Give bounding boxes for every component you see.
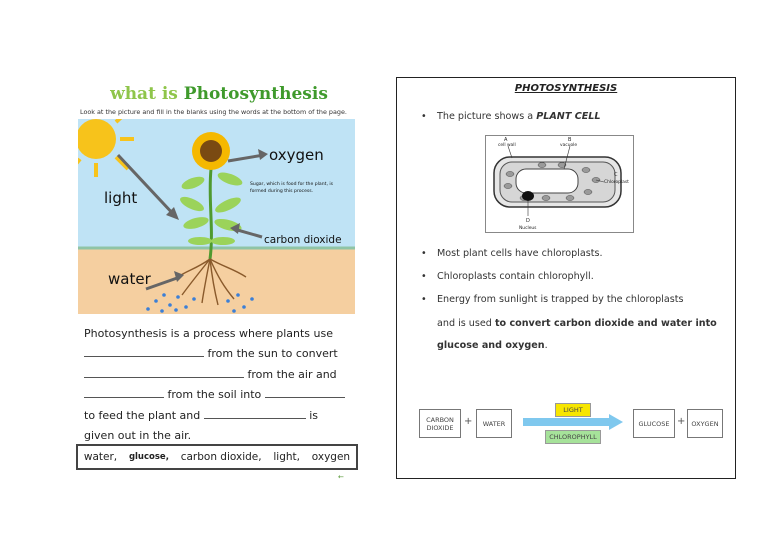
label-sugar-line-2: formed during this process. — [250, 188, 313, 194]
reaction-arrow-icon — [523, 414, 623, 430]
line-5: to feed the plant and is — [84, 406, 354, 426]
nucleus — [522, 191, 534, 201]
svg-text:C: C — [614, 172, 618, 178]
worksheet-title: what is Photosynthesis — [76, 84, 362, 104]
box-oxygen: OXYGEN — [687, 409, 723, 438]
worksheet-instructions: Look at the picture and fill in the blan… — [80, 108, 347, 116]
label-nucleus: Nucleus — [519, 225, 537, 231]
blank-4[interactable] — [265, 385, 345, 398]
word-oxygen: oxygen — [312, 451, 350, 463]
box-glucose: GLUCOSE — [633, 409, 675, 438]
label-light: light — [104, 189, 137, 207]
vacuole — [516, 169, 578, 193]
box-water: WATER — [476, 409, 512, 438]
label-chloroplast: Chloroplast — [604, 179, 629, 185]
blank-5[interactable] — [204, 406, 306, 419]
label-carbon-dioxide: carbon dioxide — [264, 234, 342, 246]
word-light: light, — [273, 451, 300, 463]
plus-sign: + — [464, 416, 472, 427]
photosynthesis-diagram: oxygen light Sugar, which is food for th… — [78, 119, 355, 314]
svg-text:D: D — [526, 218, 530, 224]
blank-3[interactable] — [84, 385, 164, 398]
card-title: PHOTOSYNTHESIS — [397, 83, 735, 94]
sunflower-head-icon — [192, 132, 230, 170]
word-carbon-dioxide: carbon dioxide, — [181, 451, 262, 463]
label-cell-wall: cell wall — [498, 142, 516, 148]
box-chlorophyll: CHLOROPHYLL — [545, 430, 601, 444]
plant-cell-diagram: A cell wall B vacuole C Chloroplast D Nu… — [485, 135, 634, 233]
energy-continued-2: glucose and oxygen. — [437, 340, 548, 351]
word-glucose: glucose, — [129, 452, 169, 462]
blank-1[interactable] — [84, 344, 204, 357]
fill-in-blanks-text: Photosynthesis is a process where plants… — [84, 324, 354, 446]
label-water: water — [108, 270, 152, 288]
label-vacuole: vacuole — [560, 142, 577, 148]
plus-sign-2: + — [677, 416, 685, 427]
word-bank: water, glucose, carbon dioxide, light, o… — [76, 444, 358, 470]
line-4: from the soil into — [84, 385, 354, 405]
photosynthesis-card: PHOTOSYNTHESIS • The picture shows a PLA… — [396, 77, 736, 479]
line-2: from the sun to convert — [84, 344, 354, 364]
label-oxygen: oxygen — [269, 146, 324, 164]
title-part-2: Photosynthesis — [184, 84, 328, 104]
energy-continued-1: and is used to convert carbon dioxide an… — [437, 318, 717, 329]
label-sugar-line-1: Sugar, which is food for the plant, is — [250, 181, 334, 187]
word-water: water, — [84, 451, 117, 463]
line-1: Photosynthesis is a process where plants… — [84, 324, 354, 344]
line-3: from the air and — [84, 365, 354, 385]
blank-2[interactable] — [84, 365, 244, 378]
photosynthesis-worksheet: what is Photosynthesis Look at the pictu… — [76, 80, 362, 480]
title-part-1: what is — [110, 84, 184, 104]
publisher-logo-icon: ← — [338, 473, 344, 481]
